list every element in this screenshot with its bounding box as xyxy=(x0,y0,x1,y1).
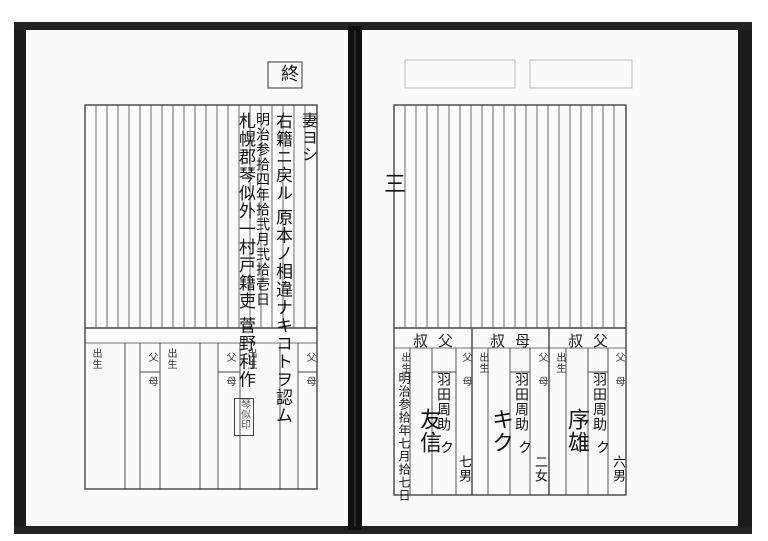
right-page-grid xyxy=(393,104,627,496)
member-relation-2: 叔母 xyxy=(490,332,541,350)
label-father: 父 xyxy=(304,352,315,363)
header-box-faint xyxy=(404,59,516,89)
label-mother: 母 xyxy=(536,376,547,387)
label-father: 父 xyxy=(224,352,235,363)
label-birth: 出生 xyxy=(165,348,176,370)
label-birth: 出生 xyxy=(554,352,565,374)
member-relation-3: 叔父 xyxy=(413,332,464,350)
label-father: 父 xyxy=(613,352,624,363)
entry-line-registrar: 札幌郡琴似外一村戸籍吏 菅野利作 xyxy=(235,112,255,389)
member-3-father: 羽田周助 xyxy=(435,372,451,432)
entry-line-date: 明治参拾四年拾弐月弐拾壱日 xyxy=(254,112,270,307)
left-binding-edge xyxy=(14,22,26,532)
corner-box xyxy=(267,61,303,89)
label-mother: 母 xyxy=(146,376,157,387)
member-3-birth-date: 明治参拾年七月拾七日 xyxy=(397,372,411,502)
right-binding-edge xyxy=(738,22,752,532)
label-mother: 母 xyxy=(460,376,471,387)
label-father: 父 xyxy=(460,352,471,363)
entry-line-spouse: 妻ヨシ xyxy=(299,112,318,163)
label-birth: 出生 xyxy=(90,348,101,370)
member-2-mother: ク xyxy=(516,440,532,455)
registrar-seal: 琴似印 xyxy=(234,398,254,436)
label-birth: 出生 xyxy=(477,352,488,374)
member-2-father: 羽田周助 xyxy=(513,372,529,432)
label-birth: 出生 xyxy=(399,352,410,374)
label-father: 父 xyxy=(146,352,157,363)
label-father: 父 xyxy=(536,352,547,363)
member-3-name: 友信 xyxy=(416,408,441,454)
member-1-order: 六男 xyxy=(610,455,625,483)
member-relation-1: 叔父 xyxy=(568,332,619,350)
side-mark: 三 xyxy=(380,172,405,195)
member-1-mother: ク xyxy=(594,440,610,455)
right-page xyxy=(362,30,738,526)
member-3-order: 七男 xyxy=(456,455,471,483)
left-page-grid xyxy=(84,104,318,490)
header-box-faint xyxy=(529,59,633,89)
member-2-name: キク xyxy=(488,408,513,454)
label-mother: 母 xyxy=(613,376,624,387)
entry-line-transfer: 右籍ニ戻ル 原本ノ相違ナキコトヲ認ム xyxy=(272,112,292,425)
member-2-order: 二女 xyxy=(532,455,547,483)
label-birth: 出生 xyxy=(245,348,256,370)
label-mother: 母 xyxy=(224,376,235,387)
member-1-name: 序雄 xyxy=(564,408,589,454)
label-mother: 母 xyxy=(304,376,315,387)
member-1-father: 羽田周助 xyxy=(591,372,607,432)
corner-mark: 終 xyxy=(278,64,299,83)
left-page xyxy=(26,30,350,526)
member-3-mother: ク xyxy=(438,440,454,455)
